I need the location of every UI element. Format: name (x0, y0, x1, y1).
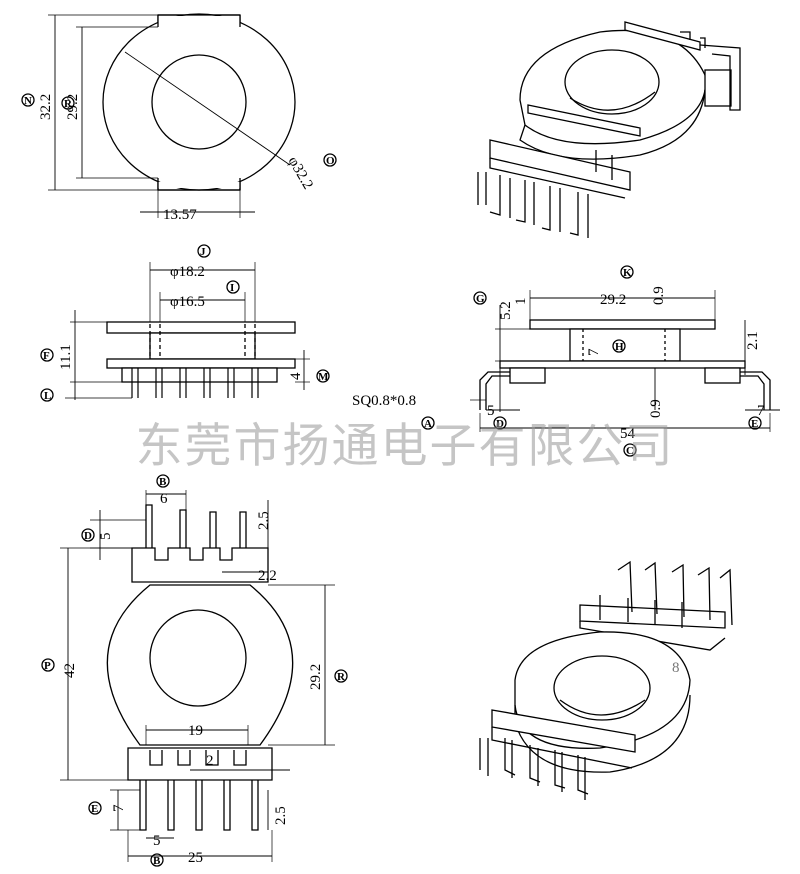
dim-d5: 5 (98, 533, 114, 541)
callout-k: K (623, 267, 632, 279)
dim-bottom-inner: 29.2 (308, 664, 324, 690)
callout-c: C (626, 445, 634, 457)
dim-side-height: 11.1 (58, 344, 74, 370)
iso-view-top (477, 21, 741, 238)
iso-view-bottom (479, 560, 733, 800)
top-view (21, 13, 337, 218)
callout-r-bottom: R (337, 671, 346, 683)
dim-width-mid: 19 (188, 723, 203, 739)
callout-e: E (751, 418, 758, 430)
dim-front-a: 5.2 (498, 301, 514, 320)
callout-p: P (44, 660, 51, 672)
dim-front-g: 0.9 (648, 399, 664, 418)
dim-front-pin: SQ0.8*0.8 (352, 393, 416, 409)
callout-o: O (326, 155, 335, 167)
callout-r: R (64, 98, 73, 110)
dim-dia-outer: φ18.2 (170, 264, 205, 280)
dim-flange: 4 (288, 372, 304, 380)
callout-f: F (43, 350, 50, 362)
dim-front-d: 2.1 (745, 331, 761, 350)
dim-front-f: 5 (487, 403, 495, 419)
dim-pitch-top: 6 (160, 491, 168, 507)
dim-width-flat: 13.57 (163, 207, 197, 223)
callout-l: L (44, 390, 51, 402)
callout-d-bottom: D (84, 530, 92, 542)
side-view (40, 244, 330, 402)
dim-front-c: 0.9 (651, 286, 667, 305)
dim-front-h: 7 (757, 403, 765, 419)
callout-d: D (496, 418, 504, 430)
dim-height-inner: 29.2 (65, 94, 81, 120)
callout-g: G (476, 293, 485, 305)
callout-b-top: B (159, 476, 167, 488)
callout-j: J (200, 246, 206, 258)
dim-front-b: 1 (513, 298, 529, 306)
callout-a: A (424, 418, 432, 430)
dim-pitch-bot: 5 (153, 833, 161, 849)
dim-diameter: φ32.2 (285, 154, 316, 192)
front-view (421, 265, 780, 457)
dim-height-outer: 32.2 (38, 94, 54, 120)
watermark: 东莞市扬通电子有限公司 (135, 419, 675, 474)
dim-front-e: 7 (586, 348, 602, 356)
dim-bottom-height: 42 (62, 663, 78, 678)
dim-gap2: 2 (206, 753, 214, 769)
dim-pin-len-bot: 2.5 (273, 806, 289, 825)
callout-m: M (318, 371, 329, 383)
callout-i: I (230, 282, 234, 294)
bottom-view (41, 474, 348, 867)
dim-pin-len-top: 2.5 (256, 511, 272, 530)
dim-bottom-total: 25 (188, 850, 203, 866)
callout-n: N (24, 95, 32, 107)
callout-h: H (615, 341, 624, 353)
dim-gap: 2.2 (258, 568, 277, 584)
dim-front-width: 29.2 (600, 292, 626, 308)
dim-front-total: 54 (620, 426, 636, 442)
callout-b-bottom: B (153, 855, 161, 867)
callout-e-bottom: E (91, 803, 98, 815)
iso-number: 8 (672, 660, 680, 676)
dim-e7: 7 (111, 804, 127, 812)
dim-dia-inner: φ16.5 (170, 294, 205, 310)
